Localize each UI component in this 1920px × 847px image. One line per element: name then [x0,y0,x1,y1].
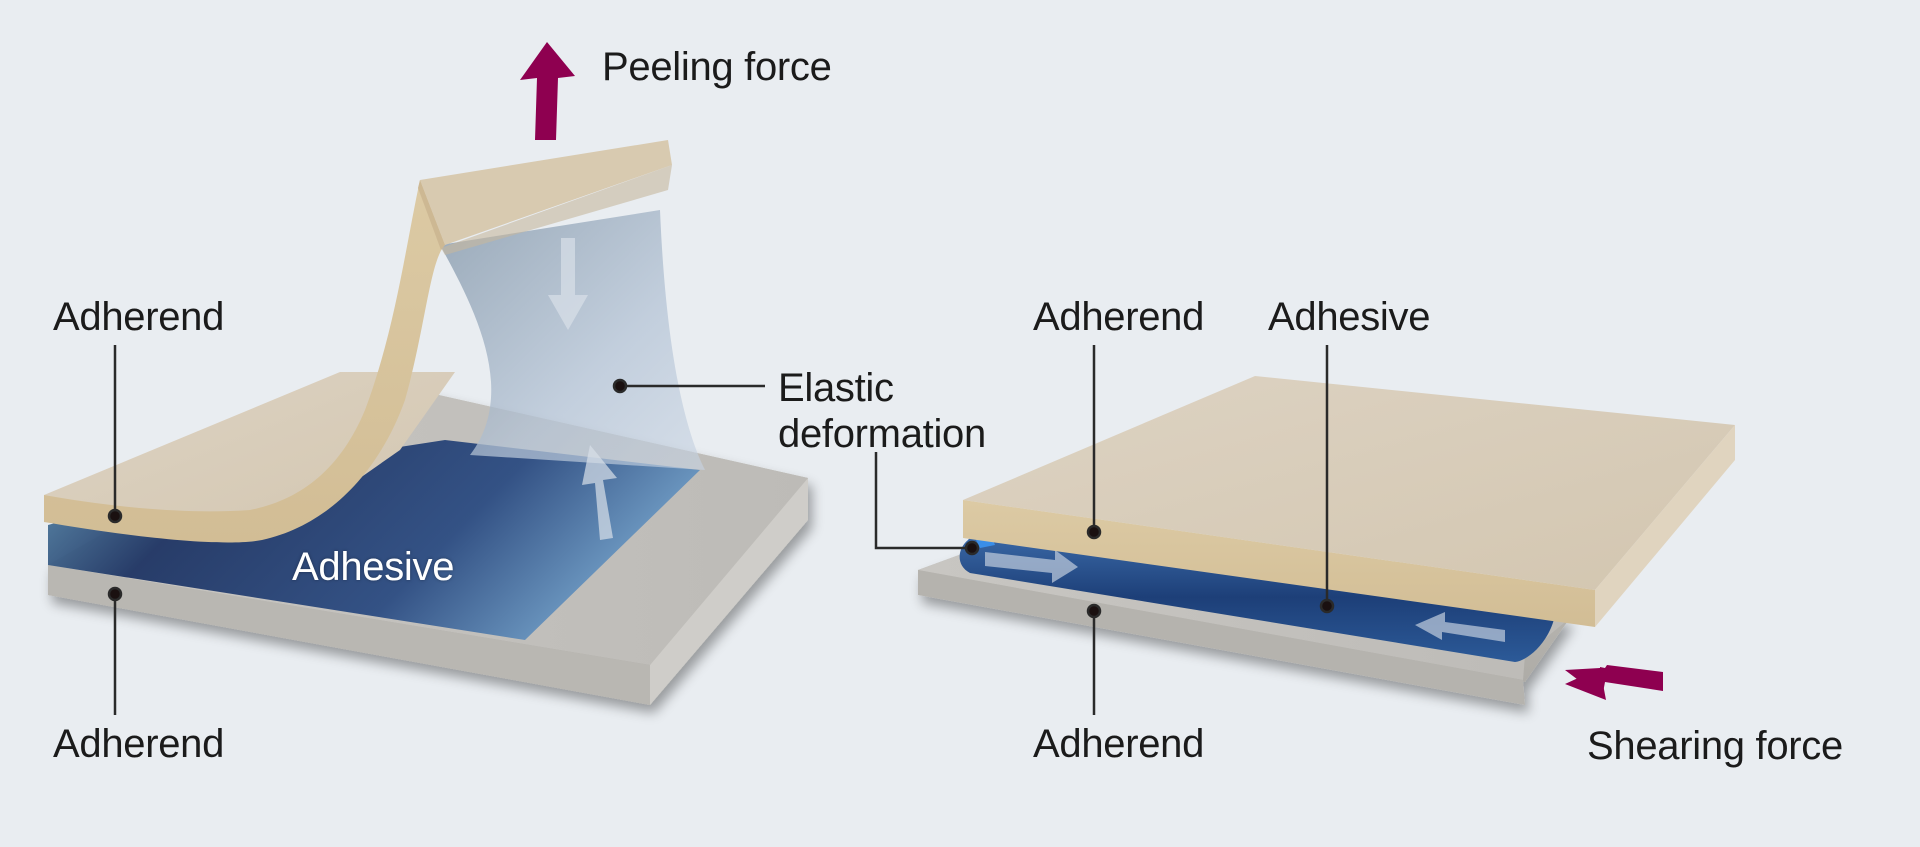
peeling-illustration [44,42,808,705]
elastic-deformation-film [440,210,705,470]
peeling-adherend-top-label: Adherend [53,295,225,339]
shear-arrow-right-icon [985,550,1078,583]
shearing-adherend-top-label: Adherend [1033,295,1205,339]
shearing-leader-lines [874,345,1335,715]
shear-arrow-left-icon [1415,612,1505,642]
shearing-adherend-bottom-label: Adherend [1033,722,1205,766]
peeling-leader-lines [107,345,765,715]
film-arrow-up-icon [582,445,617,540]
peeling-adherend-bottom-label: Adherend [53,722,225,766]
film-arrow-down-icon [548,238,588,330]
peeling-force-arrow-up-icon [520,42,575,140]
shearing-force-label: Shearing force [1587,724,1843,768]
adhesive-layer-right [959,532,1555,662]
peeling-adhesive-label: Adhesive [292,545,455,589]
shearing-adhesive-label: Adhesive [1268,295,1431,339]
elastic-label-line2: deformation [778,412,986,456]
elastic-deformation-label: Elastic deformation [778,365,986,457]
elastic-label-line1: Elastic [778,366,894,410]
shearing-illustration [918,376,1735,705]
peeling-force-label: Peeling force [602,45,832,89]
top-adherend-slab-right [963,376,1735,627]
top-adherend-peeled [44,140,672,543]
